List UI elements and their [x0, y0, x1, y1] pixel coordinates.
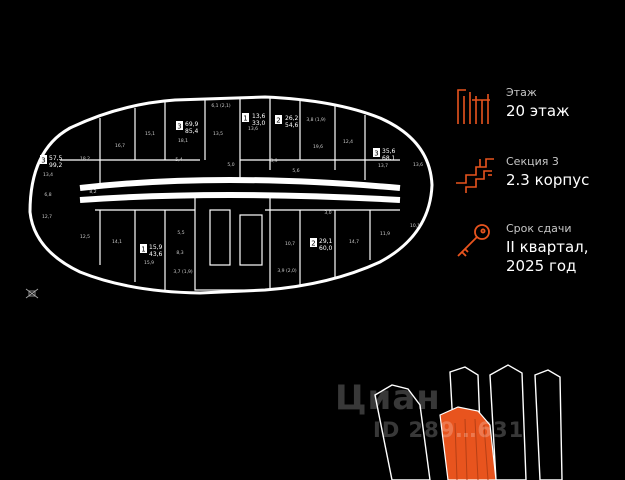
unit-badge[interactable]: 2 29,1 60,0 [310, 238, 333, 252]
floor-plan: 1 13,6 33,0 2 26,2 54,6 3 69,9 85,4 3 57… [25, 95, 434, 299]
svg-text:1: 1 [141, 246, 145, 254]
floor-value: 20 этаж [506, 102, 570, 120]
watermark-brand: Циан [335, 378, 441, 418]
svg-text:2: 2 [276, 117, 280, 125]
room-label: 11,9 [380, 231, 390, 237]
watermark-id: ID 289…631 [373, 418, 525, 442]
key-icon [457, 224, 490, 257]
room-label: 16,7 [115, 143, 125, 149]
room-label: 13,7 [378, 163, 388, 169]
svg-text:3: 3 [374, 150, 378, 158]
svg-text:13,6: 13,6 [252, 113, 266, 120]
section-info: Секция 3 2.3 корпус [452, 153, 617, 197]
room-label: 14,7 [349, 239, 359, 245]
room-label: 15,9 [144, 260, 154, 266]
floor-label: Этаж [506, 86, 537, 99]
section-label: Секция 3 [506, 155, 559, 168]
room-label: 3,0 [324, 210, 331, 216]
svg-text:69,9: 69,9 [185, 121, 199, 128]
room-label: 15,1 [145, 131, 155, 137]
room-label: 5,6 [292, 168, 299, 174]
delivery-value: II квартал, 2025 год [506, 238, 589, 276]
unit-badge[interactable]: 1 13,6 33,0 [242, 113, 266, 127]
svg-text:2: 2 [311, 240, 315, 248]
room-label: 3,9 [270, 158, 277, 164]
svg-text:68,1: 68,1 [382, 155, 396, 162]
room-label: 13,5 [213, 131, 223, 137]
building-outline [28, 95, 434, 295]
unit-badge[interactable]: 2 26,2 54,6 [275, 115, 299, 129]
unit-badge[interactable]: 3 69,9 85,4 [176, 121, 199, 135]
svg-text:3: 3 [41, 157, 45, 165]
svg-text:15,9: 15,9 [149, 244, 163, 251]
unit-badge[interactable]: 3 57,5 99,2 [40, 155, 63, 169]
delivery-info: Срок сдачи II квартал, 2025 год [452, 220, 617, 284]
floor-icon [457, 89, 490, 124]
compass-icon [25, 288, 39, 299]
svg-text:1: 1 [243, 115, 247, 123]
svg-text:33,0: 33,0 [252, 120, 266, 127]
room-label: 5,4 [175, 157, 182, 163]
svg-text:35,6: 35,6 [382, 148, 396, 155]
room-label: 5,5 [177, 230, 184, 236]
building-sections-illustration [374, 364, 563, 480]
floor-info: Этаж 20 этаж [452, 84, 617, 128]
delivery-quarter: II квартал, [506, 238, 589, 256]
room-label: 18,1 [178, 138, 188, 144]
unit-badge[interactable]: 1 15,9 43,6 [140, 244, 163, 258]
svg-text:99,2: 99,2 [49, 162, 63, 169]
delivery-label: Срок сдачи [506, 222, 572, 235]
svg-text:3: 3 [177, 123, 181, 131]
room-label: 8,3 [176, 250, 183, 256]
svg-text:60,0: 60,0 [319, 245, 333, 252]
section-icon [456, 158, 494, 193]
room-label: 18,2 [80, 156, 90, 162]
room-label: 5,0 [227, 162, 234, 168]
room-label: 6,1 (2,1) [211, 103, 230, 109]
room-label: 8,2 [89, 189, 96, 195]
room-label: 13,6 [248, 126, 258, 132]
room-label: 10,7 [285, 241, 295, 247]
room-label: 12,4 [343, 139, 353, 145]
room-label: 12,5 [80, 234, 90, 240]
room-label: 6,8 [44, 192, 51, 198]
room-label: 14,1 [112, 239, 122, 245]
room-label: 12,7 [42, 214, 52, 220]
svg-text:29,1: 29,1 [319, 238, 333, 245]
delivery-year: 2025 год [506, 257, 577, 275]
svg-text:85,4: 85,4 [185, 128, 199, 135]
svg-text:57,5: 57,5 [49, 155, 63, 162]
room-label: 13,4 [43, 172, 53, 178]
section-value: 2.3 корпус [506, 171, 590, 189]
room-label: 19,6 [313, 144, 323, 150]
room-label: 3,7 (1,9) [173, 269, 192, 275]
selected-section [439, 406, 497, 480]
room-label: 13,6 [413, 162, 423, 168]
room-label: 3,8 (1,9) [306, 117, 325, 123]
room-label: 10,1 [410, 223, 420, 229]
unit-badge[interactable]: 3 35,6 68,1 [373, 148, 396, 162]
svg-text:26,2: 26,2 [285, 115, 299, 122]
svg-text:54,6: 54,6 [285, 122, 299, 129]
svg-text:43,6: 43,6 [149, 251, 163, 258]
room-label: 3,9 (2,0) [277, 268, 296, 274]
